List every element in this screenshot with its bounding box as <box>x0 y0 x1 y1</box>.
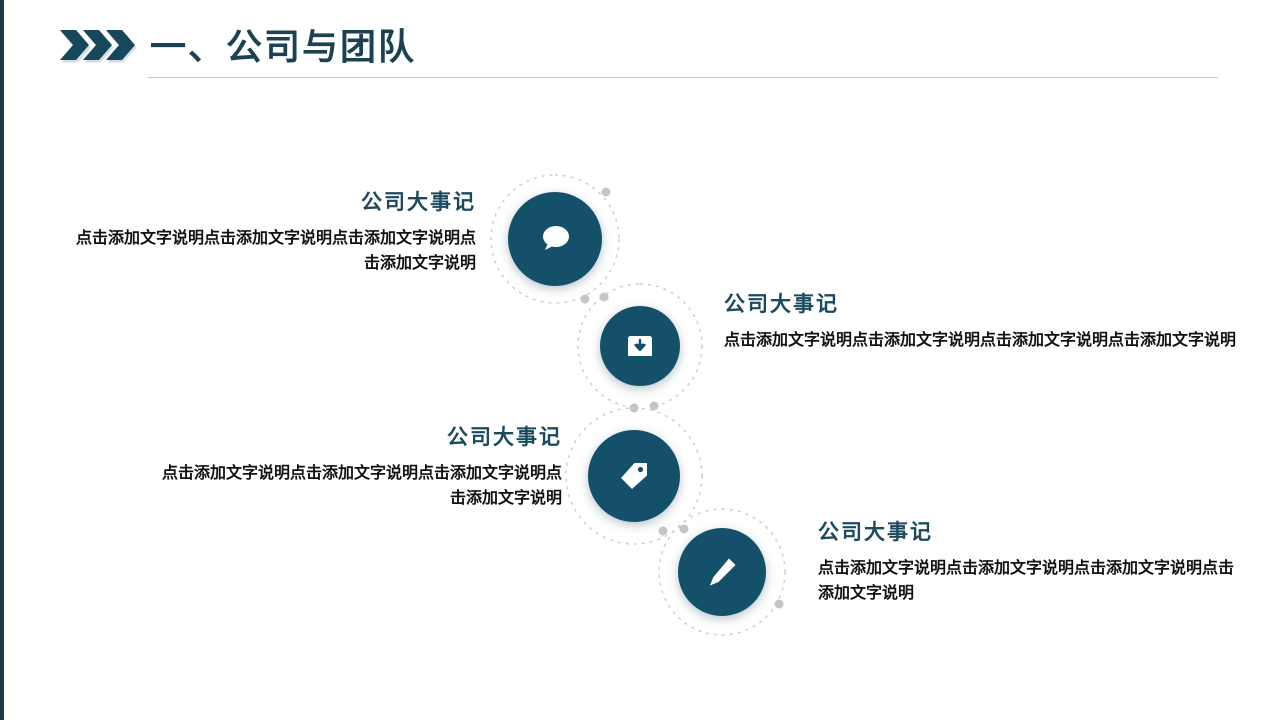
timeline-heading-2: 公司大事记 <box>724 293 839 316</box>
timeline-heading-4: 公司大事记 <box>818 521 933 544</box>
slide-header: 一、公司与团队 <box>0 0 1280 100</box>
inbox-download-icon <box>625 331 655 361</box>
timeline-text-block-2: 公司大事记 点击添加文字说明点击添加文字说明点击添加文字说明点击添加文字说明 <box>724 292 1240 354</box>
timeline-node-4[interactable] <box>678 528 766 616</box>
timeline-text-block-3: 公司大事记 点击添加文字说明点击添加文字说明点击添加文字说明点击添加文字说明 <box>150 425 562 512</box>
timeline-node-3[interactable] <box>588 430 680 522</box>
timeline-body-4: 点击添加文字说明点击添加文字说明点击添加文字说明点击添加文字说明 <box>818 560 1235 602</box>
timeline-text-block-4: 公司大事记 点击添加文字说明点击添加文字说明点击添加文字说明点击添加文字说明 <box>818 520 1238 607</box>
pencil-edit-icon <box>705 555 739 589</box>
timeline-body-2: 点击添加文字说明点击添加文字说明点击添加文字说明点击添加文字说明 <box>724 332 1237 350</box>
timeline-node-2[interactable] <box>600 306 680 386</box>
timeline-heading-3: 公司大事记 <box>447 426 562 449</box>
timeline-body-3: 点击添加文字说明点击添加文字说明点击添加文字说明点击添加文字说明 <box>161 465 562 507</box>
timeline-heading-1: 公司大事记 <box>361 191 476 214</box>
tag-icon <box>617 459 651 493</box>
timeline-body-1: 点击添加文字说明点击添加文字说明点击添加文字说明点击添加文字说明 <box>75 230 476 272</box>
triple-chevron-right-icon <box>58 27 137 63</box>
timeline-text-block-1: 公司大事记 点击添加文字说明点击添加文字说明点击添加文字说明点击添加文字说明 <box>70 190 476 277</box>
chat-bubble-icon <box>535 219 575 259</box>
title-divider <box>148 77 1218 78</box>
timeline-stage: 公司大事记 点击添加文字说明点击添加文字说明点击添加文字说明点击添加文字说明 公… <box>0 100 1280 720</box>
page-title: 一、公司与团队 <box>150 26 417 67</box>
timeline-node-1[interactable] <box>508 192 602 286</box>
left-edge-accent-bar <box>0 0 4 720</box>
